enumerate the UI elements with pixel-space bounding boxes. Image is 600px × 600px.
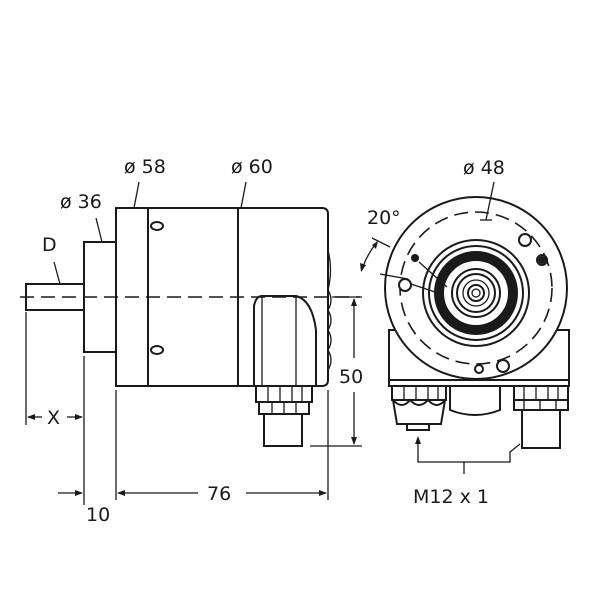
label-10: 10 bbox=[86, 504, 110, 526]
mounting-hole-icon bbox=[518, 233, 532, 247]
outer-housing-circle bbox=[384, 196, 568, 380]
label-shaft-d: D bbox=[42, 234, 57, 256]
connector-nut bbox=[255, 385, 313, 403]
connector-left bbox=[391, 385, 447, 401]
label-50: 50 bbox=[339, 366, 363, 388]
label-76: 76 bbox=[207, 483, 231, 505]
screw-icon bbox=[150, 221, 164, 231]
label-angle-20: 20° bbox=[367, 207, 401, 229]
side-view: ø 58 ø 60 ø 36 D X 10 76 50 bbox=[20, 156, 363, 526]
label-d48: ø 48 bbox=[463, 157, 505, 179]
screw-icon bbox=[150, 345, 164, 355]
connector-housing bbox=[253, 295, 317, 387]
connector-right bbox=[513, 385, 569, 401]
mounting-hole-icon bbox=[398, 278, 412, 292]
label-x: X bbox=[47, 407, 60, 429]
label-connector-m12: M12 x 1 bbox=[413, 486, 489, 508]
front-view: ø 48 20° M12 x 1 bbox=[360, 157, 570, 508]
connector-pin bbox=[263, 413, 303, 447]
label-d36: ø 36 bbox=[60, 191, 102, 213]
label-d60: ø 60 bbox=[231, 156, 273, 178]
label-d58: ø 58 bbox=[124, 156, 166, 178]
mounting-hole-icon bbox=[496, 359, 510, 373]
